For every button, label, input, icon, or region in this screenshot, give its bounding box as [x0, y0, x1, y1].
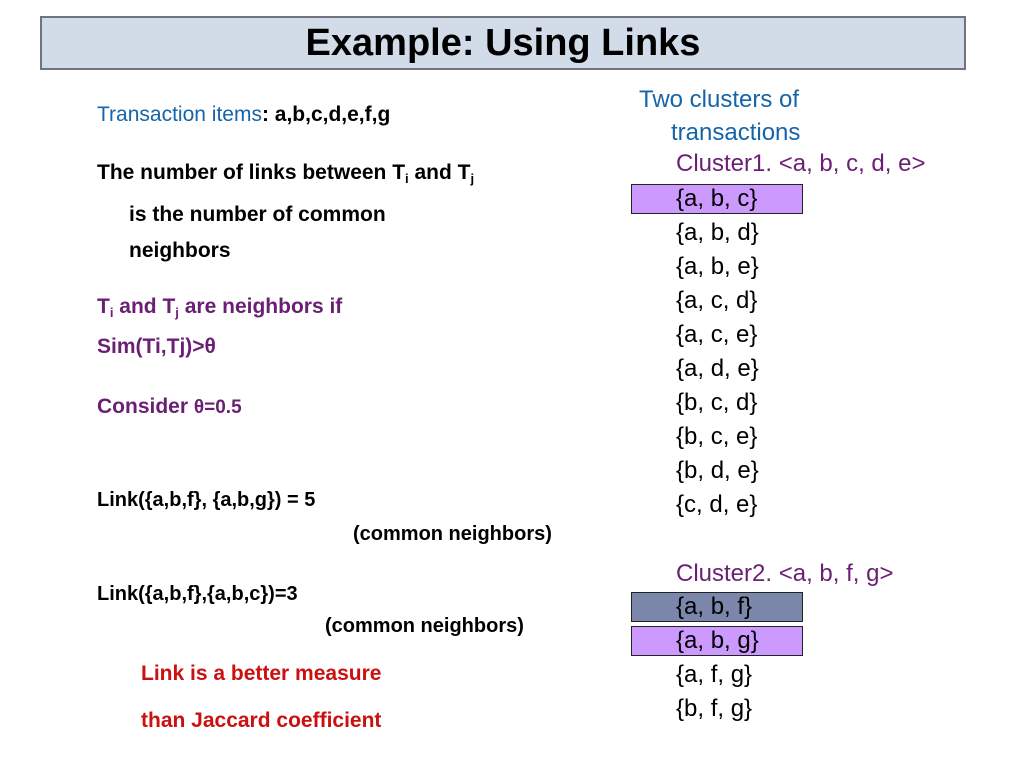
transaction-label: Transaction items — [97, 103, 262, 126]
transaction-value: a,b,c,d,e,f,g — [274, 103, 391, 126]
title-bar: Example: Using Links — [40, 16, 966, 70]
cluster2-item: {a, b, g} — [676, 627, 759, 654]
transaction-items-line: Transaction items: a,b,c,d,e,f,g — [97, 103, 390, 127]
cluster1-item: {a, d, e} — [676, 355, 759, 382]
cluster2-title: Cluster2. <a, b, f, g> — [676, 560, 894, 587]
links-line-3: neighbors — [129, 239, 231, 262]
cluster1-item: {b, d, e} — [676, 457, 759, 484]
clusters-heading-line-1: Two clusters of — [639, 86, 800, 113]
cluster2-item: {a, b, f} — [676, 593, 753, 620]
cluster2-item: {b, f, g} — [676, 695, 753, 722]
links-definition: The number of links between Ti and Tj is… — [97, 155, 474, 269]
neighbors-line-2: Sim(Ti,Tj)>θ — [97, 335, 216, 358]
cluster1-item: {a, c, d} — [676, 287, 758, 314]
link1-formula: Link({a,b,f}, {a,b,g}) = 5 — [97, 489, 316, 511]
highlight-abc — [631, 184, 803, 214]
cluster1-title: Cluster1. <a, b, c, d, e> — [676, 150, 926, 177]
cluster1-item: {c, d, e} — [676, 491, 758, 518]
links-line-1: The number of links between Ti and Tj — [97, 161, 475, 186]
consider-line: Consider θ=0.5 — [97, 395, 242, 418]
link2-note: (common neighbors) — [325, 615, 524, 637]
cluster2-item: {a, f, g} — [676, 661, 753, 688]
cluster1-item: {a, b, c} — [676, 185, 758, 212]
cluster1-item: {a, b, e} — [676, 253, 759, 280]
neighbors-line-1: Ti and Tj are neighbors if — [97, 295, 343, 320]
neighbors-definition: Ti and Tj are neighbors if Sim(Ti,Tj)>θ — [97, 290, 342, 364]
transaction-colon: : — [261, 103, 275, 126]
page-title: Example: Using Links — [305, 21, 701, 64]
conclusion-line-1: Link is a better measure — [141, 662, 382, 685]
links-line-2: is the number of common — [129, 203, 386, 226]
cluster1-item: {a, b, d} — [676, 219, 759, 246]
highlight-abg — [631, 626, 803, 656]
cluster1-item: {b, c, e} — [676, 423, 758, 450]
cluster1-item: {b, c, d} — [676, 389, 758, 416]
cluster1-item: {a, c, e} — [676, 321, 758, 348]
highlight-abf — [631, 592, 803, 622]
conclusion-line-2: than Jaccard coefficient — [141, 709, 382, 732]
clusters-heading-line-2: transactions — [671, 119, 801, 146]
link2-formula: Link({a,b,f},{a,b,c})=3 — [97, 583, 298, 605]
link1-note: (common neighbors) — [353, 523, 552, 545]
